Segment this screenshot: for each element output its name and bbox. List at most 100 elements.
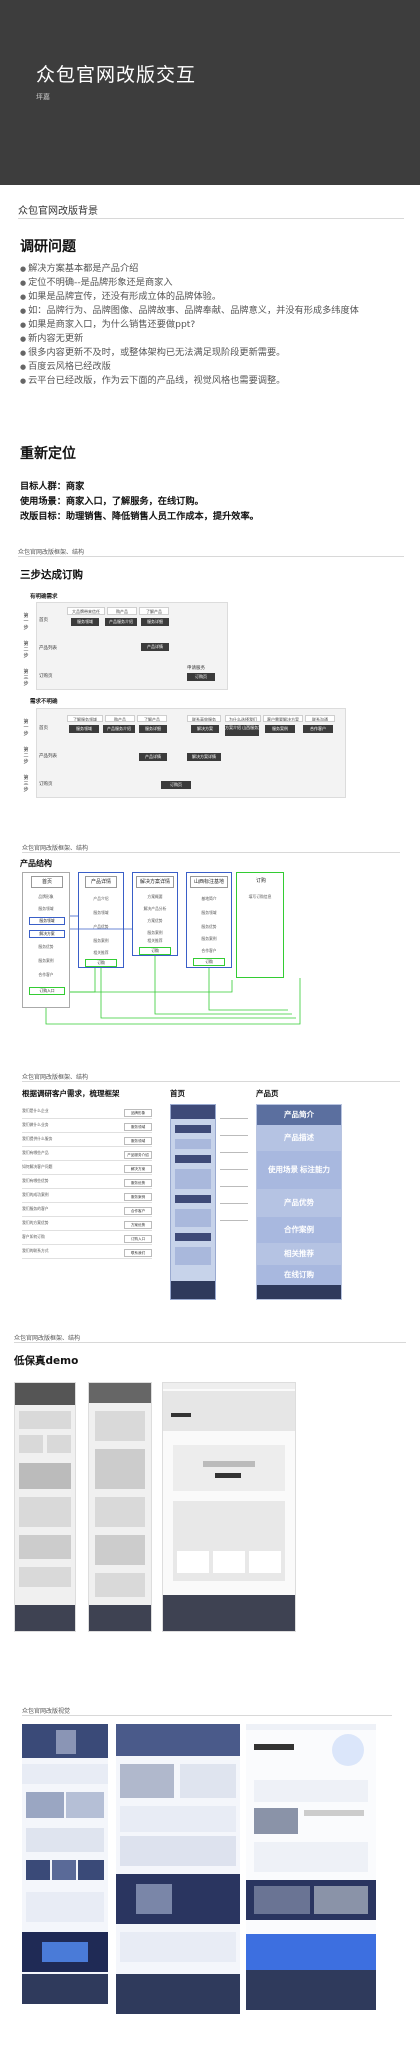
req-answer: 服务案例 [124, 1193, 152, 1201]
col-item: 服务领域 [201, 911, 217, 915]
diagram-unclear-need-title: 需求不明确 [30, 699, 58, 705]
flow-box: 解决方案详情 [187, 753, 221, 761]
req-need: 我们提供什么服务 [22, 1137, 53, 1141]
step-label: 第二步 [23, 641, 29, 659]
requirement-row: 我们的方案优势方案优势 [22, 1220, 152, 1231]
product-block: 产品优势 [257, 1189, 341, 1217]
requirement-row: 我们服务的客户 合作客户 [22, 1206, 152, 1217]
research-bullets: 解决方案基本都是产品介绍 定位不明确--是品牌形象还是商家入 如果是品牌宣传，还… [20, 262, 420, 388]
structure-connectors [45, 915, 301, 1025]
top-label: 购产品 [107, 607, 137, 615]
redesign-goal: 改版目标：助理销售、降低销售人员工作成本，提升效率。 [20, 511, 259, 522]
col-item: 解决产品分析 [143, 907, 167, 911]
section-framework-header: 众包官网改版框架、结构 [22, 845, 89, 852]
divider [18, 218, 404, 219]
section-framework-header: 众包官网改版框架、结构 [14, 1335, 81, 1342]
col-item: 产品介绍 [93, 897, 109, 901]
lofi-mockup-page [14, 1382, 76, 1632]
order-button[interactable]: 订购 [193, 958, 225, 966]
requirement-row: 我们的成功案例服务案例 [22, 1192, 152, 1203]
top-label: 了解产品 [137, 715, 167, 722]
req-answer: 服务领域 [124, 1123, 152, 1131]
apply-service-label: 申请服务 [187, 665, 205, 670]
product-block: 使用场景 标注能力 [257, 1151, 341, 1189]
section-framework-header: 众包官网改版框架、结构 [22, 1074, 89, 1081]
top-label: 客户需要解决方案 [263, 715, 303, 722]
visual-mockup-page [22, 1724, 108, 2004]
col-head: 产品详情 [85, 876, 117, 888]
row-label: 产品列表 [39, 753, 57, 758]
hero-subtitle: 坪嘉 [36, 94, 50, 101]
flow-box: 订购页 [187, 673, 215, 681]
col-item: 方案优势 [147, 919, 163, 923]
col-item-order: 订购入口 [29, 987, 65, 995]
req-answer: 解决方案 [124, 1165, 152, 1173]
col-head: 山西标注基地 [190, 876, 228, 888]
req-need: 我们是什么企业 [22, 1109, 49, 1113]
section-visual-header: 众包官网改版视觉 [22, 1708, 71, 1715]
req-need: 我们服务的客户 [22, 1207, 49, 1211]
col-item: 产品优势 [93, 925, 109, 929]
req-need: 客户如何订购 [22, 1235, 45, 1239]
usage-scenario: 使用场景：商家入口，了解服务，在线订购。 [20, 496, 204, 507]
order-button[interactable]: 订购 [85, 959, 117, 967]
home-col-title: 首页 [170, 1089, 185, 1098]
bullet-item: 定位不明确--是品牌形象还是商家入 [20, 276, 420, 290]
step-label: 第三步 [23, 775, 29, 793]
bullet-item: 云平台已经改版，作为云下面的产品线，视觉风格也需要调整。 [20, 374, 420, 388]
product-block: 产品描述 [257, 1125, 341, 1151]
flow-box: 解决方案 [191, 725, 219, 733]
product-block: 在线订购 [257, 1265, 341, 1285]
step-label: 第三步 [23, 669, 29, 687]
product-block: 产品简介 [257, 1105, 341, 1125]
col-item: 基地简介 [201, 897, 217, 901]
req-answer: 服务优势 [124, 1179, 152, 1187]
col-item: 品牌形象 [38, 895, 54, 899]
diagram-clear-need: 第一步 第二步 第三步 首页 产品列表 订购页 大品牌带来信任 购产品 了解产品… [23, 602, 228, 690]
flow-box: 产品详情 [141, 643, 169, 651]
diagram-unclear-need: 第一步 第二步 第三步 首页 产品列表 订购页 了解服务领域 购产品 了解产品 … [23, 708, 346, 798]
flow-box: 合作客户 [303, 725, 333, 733]
req-answer: 合作客户 [124, 1207, 152, 1215]
req-answer: 服务领域 [124, 1137, 152, 1145]
flow-box: 服务详细 [139, 725, 167, 733]
col-item: 服务领域 [38, 907, 54, 911]
bullet-item: 新内容无更新 [20, 332, 420, 346]
section-framework-header: 众包官网改版框架、结构 [18, 549, 85, 556]
structure-col-product: 产品详情 产品介绍 服务领域 产品优势 服务案例 相关推荐 订购 [78, 872, 124, 968]
requirement-row: 我们有哪些产品 产品服务介绍 [22, 1150, 152, 1161]
col-item: 合作客户 [38, 973, 54, 977]
top-label: 联系高效服务 [187, 715, 221, 722]
lofi-demo-title: 低保真demo [14, 1355, 79, 1367]
req-need: 如何解决客户问题 [22, 1165, 53, 1169]
requirement-row: 我们做什么业务服务领域 [22, 1122, 152, 1133]
requirements-title: 根据调研客户需求，梳理框架 [22, 1089, 120, 1098]
requirement-row: 我们的联系方式联系我们 [22, 1248, 152, 1259]
diagram-clear-need-title: 有明确需求 [30, 594, 58, 600]
lofi-mockup-page [88, 1382, 152, 1632]
col-item: 服务案例 [201, 937, 217, 941]
col-item: 服务案例 [147, 931, 163, 935]
home-wireframe [170, 1104, 216, 1300]
structure-col-home: 首页 品牌形象 服务领域 服务领域 解决方案 服务优势 服务案例 合作客户 订购… [22, 872, 70, 1008]
order-button[interactable]: 订购 [139, 947, 171, 955]
row-label: 订购页 [39, 673, 53, 678]
col-item: 相关推荐 [93, 951, 109, 955]
req-need: 我们有哪些产品 [22, 1151, 49, 1155]
flow-box: 服务领域 [71, 618, 99, 626]
bullet-item: 解决方案基本都是产品介绍 [20, 262, 420, 276]
req-need: 我们有哪些优势 [22, 1179, 49, 1183]
three-steps-title: 三步达成订购 [20, 569, 83, 581]
visual-mockup-page [246, 1724, 376, 2010]
divider [14, 1342, 406, 1343]
research-title: 调研问题 [20, 239, 76, 255]
bullet-item: 如果是商家入口，为什么销售还要做ppt? [20, 318, 420, 332]
req-need: 我们的联系方式 [22, 1249, 49, 1253]
flow-box: 服务领域 [69, 725, 99, 733]
req-answer: 产品服务介绍 [124, 1151, 152, 1159]
req-answer: 方案优势 [124, 1221, 152, 1229]
col-item: 服务优势 [201, 925, 217, 929]
req-answer: 品牌形象 [124, 1109, 152, 1117]
structure-col-base: 山西标注基地 基地简介 服务领域 服务优势 服务案例 合作客户 订购 [186, 872, 232, 968]
bullet-item: 很多内容更新不及时，或整体架构已无法满足现阶段更新需要。 [20, 346, 420, 360]
